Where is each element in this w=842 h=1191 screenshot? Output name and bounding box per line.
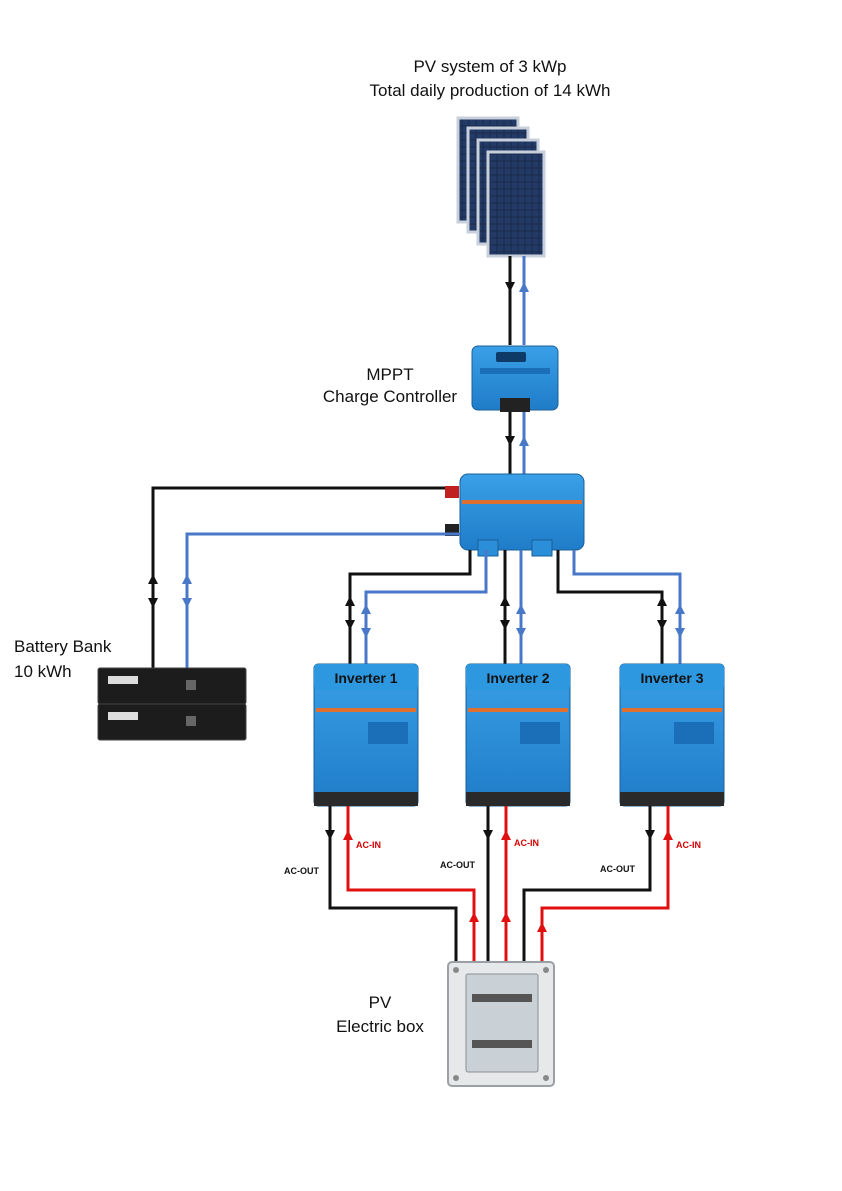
inverter-2: Inverter 2	[465, 663, 571, 807]
ac-in-label-2: AC-IN	[514, 838, 539, 848]
battery-label-line1: Battery Bank	[14, 637, 112, 656]
ac-in-label-1: AC-IN	[356, 840, 381, 850]
ac-in-label-3: AC-IN	[676, 840, 701, 850]
wires-pv-mppt	[505, 256, 529, 345]
electric-box-icon	[447, 961, 555, 1087]
wires-lynx-inverters	[345, 550, 685, 664]
ac-out-label-3: AC-OUT	[600, 864, 635, 874]
wires-battery	[148, 486, 460, 668]
mppt-label-line1: MPPT	[366, 365, 413, 384]
box-label-line1: PV	[369, 993, 392, 1012]
ac-out-label-2: AC-OUT	[440, 860, 475, 870]
pv-title-line2: Total daily production of 14 kWh	[370, 81, 611, 100]
pv-title-line1: PV system of 3 kWp	[413, 57, 566, 76]
solar-panels-icon	[456, 116, 546, 258]
mppt-charge-controller-icon	[471, 345, 559, 412]
inverter-3: Inverter 3	[619, 663, 725, 807]
inverter-1: Inverter 1	[313, 663, 419, 807]
wires-ac	[325, 806, 673, 962]
box-label-line2: Electric box	[336, 1017, 424, 1036]
inverter-3-label: Inverter 3	[640, 670, 703, 686]
inverter-1-label: Inverter 1	[334, 670, 397, 686]
battery-label-line2: 10 kWh	[14, 662, 72, 681]
wires-mppt-lynx	[505, 412, 529, 478]
battery-bank-icon	[97, 667, 247, 741]
mppt-label-line2: Charge Controller	[323, 387, 458, 406]
ac-out-label-1: AC-OUT	[284, 866, 319, 876]
inverter-2-label: Inverter 2	[486, 670, 549, 686]
dc-distributor-icon	[445, 473, 585, 557]
